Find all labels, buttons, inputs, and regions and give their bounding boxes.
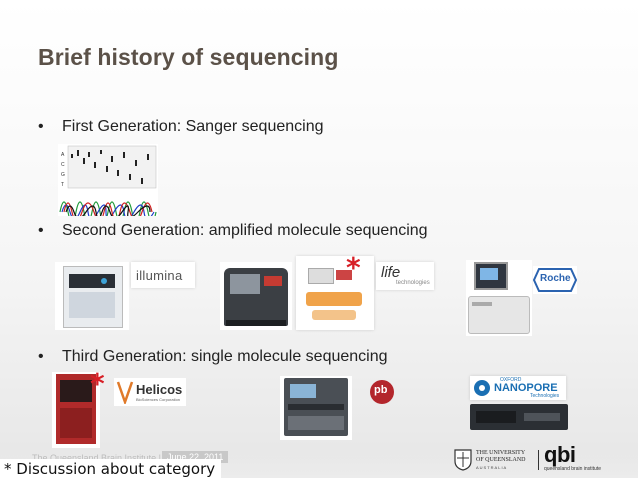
bullet-marker: • bbox=[38, 348, 44, 365]
roche-454-instrument-image bbox=[466, 260, 532, 336]
uq-logo: THE UNIVERSITY OF QUEENSLAND AUSTRALIA bbox=[454, 447, 538, 473]
solid-instrument-image bbox=[220, 262, 292, 330]
sanger-gel-image: A C G T bbox=[58, 144, 158, 216]
bullet-text: First Generation: Sanger sequencing bbox=[62, 118, 324, 135]
pacbio-instrument-image bbox=[280, 376, 352, 440]
qbi-logo: qbi queensland brain institute bbox=[542, 444, 634, 474]
illumina-instrument-image bbox=[55, 262, 129, 330]
helicos-instrument-image bbox=[52, 372, 100, 448]
nanopore-mark-icon bbox=[474, 380, 490, 396]
oxford-nanopore-logo: OXFORD NANOPORE Technologies bbox=[470, 376, 566, 400]
qbi-logo-subtext: queensland brain institute bbox=[544, 466, 601, 472]
helicos-logo: Helicos BioSciences Corporation bbox=[114, 378, 186, 406]
uq-line-2: OF QUEENSLAND bbox=[476, 457, 526, 463]
roche-logo-text: Roche bbox=[540, 273, 571, 284]
life-technologies-logo: life technologies bbox=[376, 262, 434, 290]
bullet-text: Second Generation: amplified molecule se… bbox=[62, 222, 428, 239]
life-workflow-image bbox=[296, 256, 374, 330]
nanopore-logo-text: NANOPORE bbox=[494, 382, 558, 394]
uq-crest-icon bbox=[454, 449, 472, 471]
qbi-logo-text: qbi bbox=[544, 444, 576, 467]
sanger-gel-graphic: A C G T bbox=[59, 145, 157, 216]
nanopore-logo-subtext: Technologies bbox=[530, 393, 560, 399]
discussion-asterisk-helicos: * bbox=[90, 367, 105, 400]
footnote-discussion: * Discussion about category bbox=[0, 459, 222, 479]
pacbio-logo: pb bbox=[370, 380, 394, 404]
bullet-text: Third Generation: single molecule sequen… bbox=[62, 348, 388, 365]
illumina-logo: illumina bbox=[131, 262, 195, 288]
helicos-logo-subtext: BioSciences Corporation bbox=[136, 397, 181, 402]
uq-line-1: THE UNIVERSITY bbox=[476, 450, 526, 456]
logo-divider bbox=[538, 450, 539, 470]
roche-hexagon-icon bbox=[533, 268, 577, 292]
nanopore-device-image bbox=[470, 404, 568, 430]
bullet-first-generation: • First Generation: Sanger sequencing bbox=[38, 118, 323, 136]
lane-label-c: C bbox=[61, 162, 65, 168]
pacbio-logo-text: pb bbox=[374, 384, 388, 396]
illumina-logo-text: illumina bbox=[136, 268, 183, 283]
lane-label-t: T bbox=[61, 182, 64, 188]
life-logo-subtext: technologies bbox=[396, 280, 430, 286]
lane-label-g: G bbox=[61, 172, 65, 178]
slide-title: Brief history of sequencing bbox=[38, 44, 339, 70]
nanopore-logo-toptext: OXFORD bbox=[500, 377, 522, 383]
bullet-marker: • bbox=[38, 118, 44, 135]
bullet-second-generation: • Second Generation: amplified molecule s… bbox=[38, 222, 428, 240]
life-logo-text: life bbox=[381, 264, 401, 281]
footer-institute: The Queensland Brain Institute | bbox=[32, 453, 161, 463]
helicos-helix-icon bbox=[116, 381, 134, 404]
lane-label-a: A bbox=[61, 152, 65, 158]
discussion-asterisk-life: * bbox=[346, 251, 361, 284]
roche-logo: Roche bbox=[533, 266, 577, 294]
bullet-marker: • bbox=[38, 222, 44, 239]
uq-line-3: AUSTRALIA bbox=[476, 465, 508, 470]
bullet-third-generation: • Third Generation: single molecule seque… bbox=[38, 348, 388, 366]
helicos-logo-text: Helicos bbox=[136, 382, 183, 397]
